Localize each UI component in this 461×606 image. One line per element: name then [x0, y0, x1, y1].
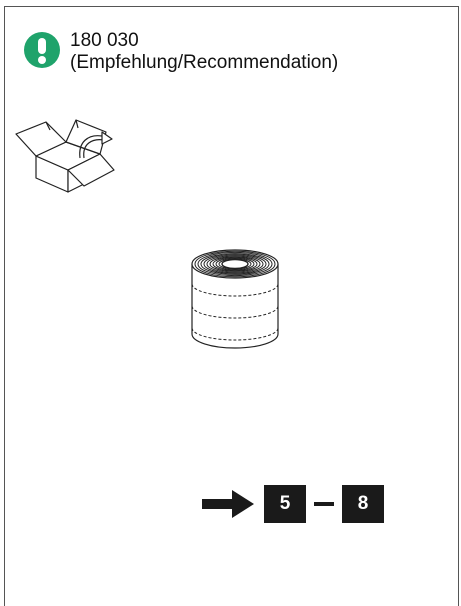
open-box-icon: [14, 112, 118, 196]
step-from-badge: 5: [264, 485, 306, 523]
notice-text: 180 030 (Empfehlung/Recommendation): [70, 30, 338, 74]
exclamation-circle-icon: [24, 32, 60, 68]
step-reference: 5 8: [202, 485, 392, 525]
page-frame: [4, 6, 459, 606]
part-number: 180 030: [70, 30, 139, 51]
range-dash: [314, 502, 334, 506]
right-arrow-icon: [202, 490, 254, 518]
step-to-badge: 8: [342, 485, 384, 523]
recommendation-note: (Empfehlung/Recommendation): [70, 52, 339, 73]
tape-roll-icon: [190, 246, 280, 350]
